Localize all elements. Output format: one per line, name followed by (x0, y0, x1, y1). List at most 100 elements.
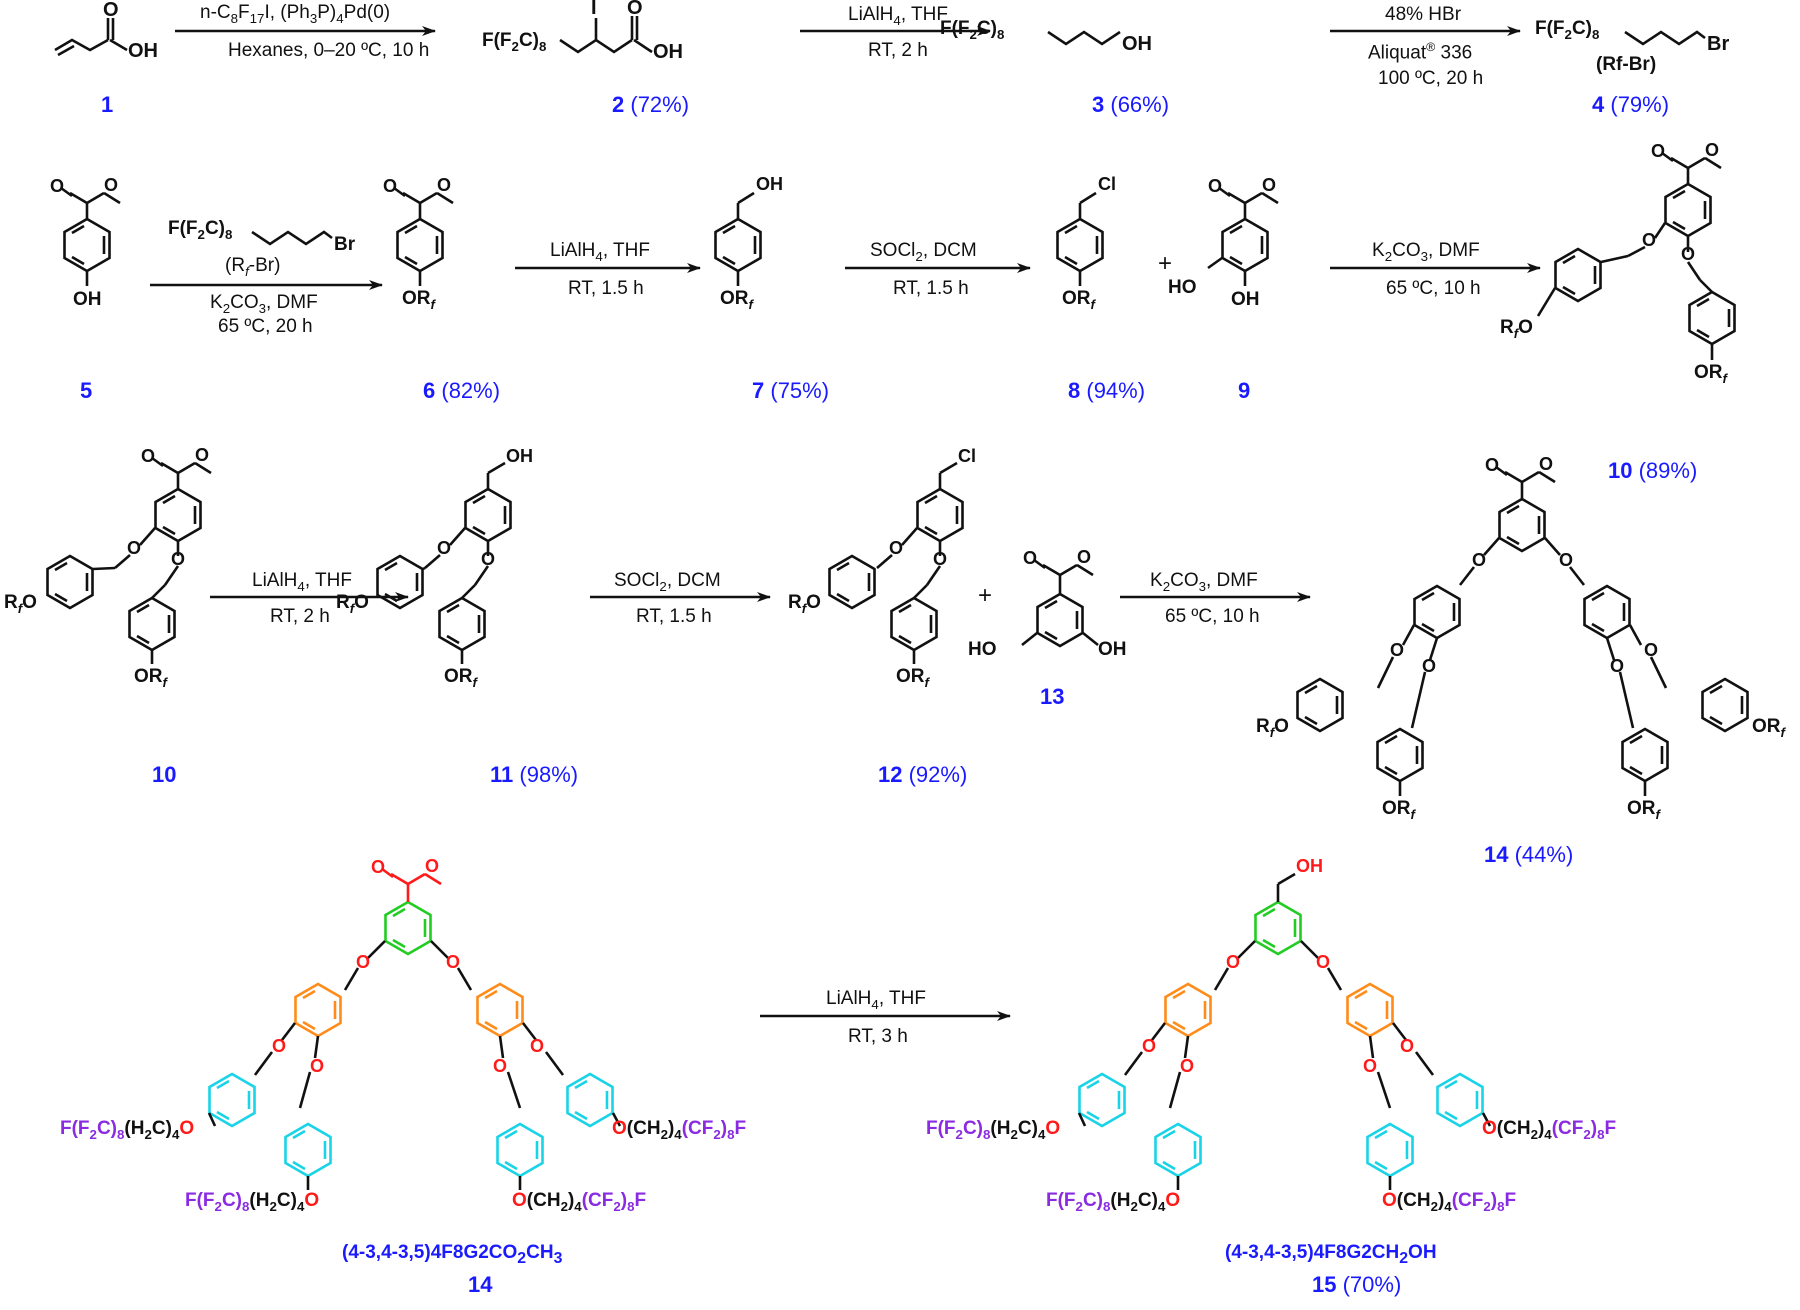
fragment-10b-orf: ORf (134, 666, 167, 690)
fragment-11-rfo: RfO (336, 592, 369, 616)
fragment-14b-tail1: F(F2C)8(H2C)4O (60, 1118, 195, 1142)
fragment-7-orf: ORf (720, 288, 753, 312)
svg-text:O: O (627, 0, 643, 19)
cond-r6-top: SOCl2, DCM (870, 240, 977, 264)
svg-text:I: I (591, 0, 597, 19)
cond-r3-mid: Aliquat® 336 (1368, 40, 1473, 64)
svg-text:RfO: RfO (1500, 317, 1533, 341)
svg-text:OH: OH (756, 174, 783, 194)
cond-r7-top: K2CO3, DMF (1372, 240, 1480, 264)
label-10-left: 10 (152, 762, 177, 787)
svg-text:O: O (933, 549, 947, 569)
fragment-15-tail2: F(F2C)8(H2C)4O (1046, 1190, 1181, 1214)
label-3: 3 (66%) (1092, 92, 1170, 117)
cond-r9-bottom: RT, 1.5 h (636, 606, 712, 627)
label-15: 15 (70%) (1312, 1272, 1402, 1297)
fragment-15-tail1: F(F2C)8(H2C)4O (926, 1118, 1061, 1142)
svg-text:O: O (493, 1056, 507, 1076)
svg-text:O: O (437, 538, 451, 558)
svg-text:O: O (1539, 454, 1553, 474)
fragment-10b-rfo: RfO (4, 592, 37, 616)
svg-text:O: O (1559, 550, 1573, 570)
svg-text:O: O (1485, 455, 1499, 475)
label-1: 1 (101, 92, 114, 117)
cond-r7-bottom: 65 ºC, 10 h (1386, 278, 1481, 299)
fragment-14b-tail2: F(F2C)8(H2C)4O (185, 1190, 320, 1214)
structure-1 (54, 18, 128, 57)
svg-text:O: O (1651, 141, 1665, 161)
svg-text:OH: OH (128, 40, 158, 62)
svg-text:O: O (127, 538, 141, 558)
svg-text:O: O (1390, 640, 1404, 660)
svg-text:O: O (1316, 952, 1330, 972)
cond-r8-bottom: RT, 2 h (270, 606, 330, 627)
svg-text:O: O (1226, 952, 1240, 972)
svg-text:OH: OH (1296, 856, 1323, 876)
fragment-14b-tail4: O(CH2)4(CF2)8F (512, 1190, 647, 1214)
cond-r1-bottom: Hexanes, 0–20 ºC, 10 h (228, 40, 430, 61)
fragment-11-orf: ORf (444, 666, 477, 690)
svg-text:O: O (104, 175, 118, 195)
svg-text:O: O (1705, 140, 1719, 160)
fragment-12-rfo: RfO (788, 592, 821, 616)
svg-text:Cl: Cl (1098, 174, 1116, 194)
svg-text:O: O (195, 445, 209, 465)
label-7: 7 (75%) (752, 378, 830, 403)
svg-text:Cl: Cl (958, 446, 976, 466)
svg-text:HO: HO (968, 639, 997, 660)
svg-text:O: O (356, 952, 370, 972)
cond-r1-top: n-C8F17I, (Ph3P)4Pd(0) (200, 2, 391, 26)
label-14-bottom: 14 (468, 1272, 493, 1297)
svg-text:O: O (383, 176, 397, 196)
fragment-15-tail4: O(CH2)4(CF2)8F (1382, 1190, 1517, 1214)
svg-text:O: O (50, 176, 64, 196)
cond-r8-top: LiAlH4, THF (252, 570, 352, 594)
svg-text:O: O (1180, 1056, 1194, 1076)
svg-text:O: O (1363, 1056, 1377, 1076)
fragment-14a-orf2: ORf (1752, 716, 1785, 740)
cond-r4-bottom: 65 ºC, 20 h (218, 316, 313, 337)
svg-text:O: O (437, 175, 451, 195)
fragment-12-orf: ORf (896, 666, 929, 690)
label-4: 4 (79%) (1592, 92, 1670, 117)
svg-text:O: O (1642, 230, 1656, 250)
fragment-14a-orf1: ORf (1382, 798, 1415, 822)
plus-sign-1: + (1158, 250, 1173, 277)
fragment-6-orf: ORf (402, 288, 435, 312)
svg-text:OH: OH (506, 446, 533, 466)
cond-r2-top: LiAlH4, THF (848, 4, 948, 28)
fragment-2-rf: F(F2C)8 (482, 30, 547, 54)
fragment-rfbr-rf: F(F2C)8 (168, 218, 233, 242)
label-5: 5 (80, 378, 93, 403)
fragment-3-rf: F(F2C)8 (940, 18, 1005, 42)
svg-text:O: O (272, 1036, 286, 1056)
svg-text:O: O (1422, 656, 1436, 676)
svg-text:OH: OH (1231, 289, 1260, 310)
svg-text:O: O (446, 952, 460, 972)
label-10-top: 10 (89%) (1608, 458, 1698, 483)
svg-text:Br: Br (1707, 33, 1729, 55)
fragment-14a-rfo: RfO (1256, 716, 1289, 740)
label-9: 9 (1238, 378, 1251, 403)
svg-text:O: O (1208, 176, 1222, 196)
svg-text:O: O (171, 549, 185, 569)
label-11: 11 (98%) (490, 762, 579, 787)
fragment-10a-orf: ORf (1694, 362, 1727, 386)
svg-text:O: O (371, 857, 385, 877)
label-2: 2 (72%) (612, 92, 690, 117)
svg-text:OH: OH (1098, 639, 1127, 660)
cond-r11-top: LiAlH4, THF (826, 988, 926, 1012)
svg-text:O: O (1077, 547, 1091, 567)
cond-r6-bottom: RT, 1.5 h (893, 278, 969, 299)
svg-text:O: O (1400, 1036, 1414, 1056)
label-14-top: 14 (44%) (1484, 842, 1574, 867)
svg-text:O: O (889, 538, 903, 558)
svg-text:O: O (310, 1056, 324, 1076)
cond-r4-mid: K2CO3, DMF (210, 292, 318, 316)
cond-r9-top: SOCl2, DCM (614, 570, 721, 594)
fragment-4-rf: F(F2C)8 (1535, 18, 1600, 42)
cond-r4-top: (Rf-Br) (225, 255, 281, 279)
cond-r5-top: LiAlH4, THF (550, 240, 650, 264)
svg-text:OH: OH (653, 41, 683, 63)
